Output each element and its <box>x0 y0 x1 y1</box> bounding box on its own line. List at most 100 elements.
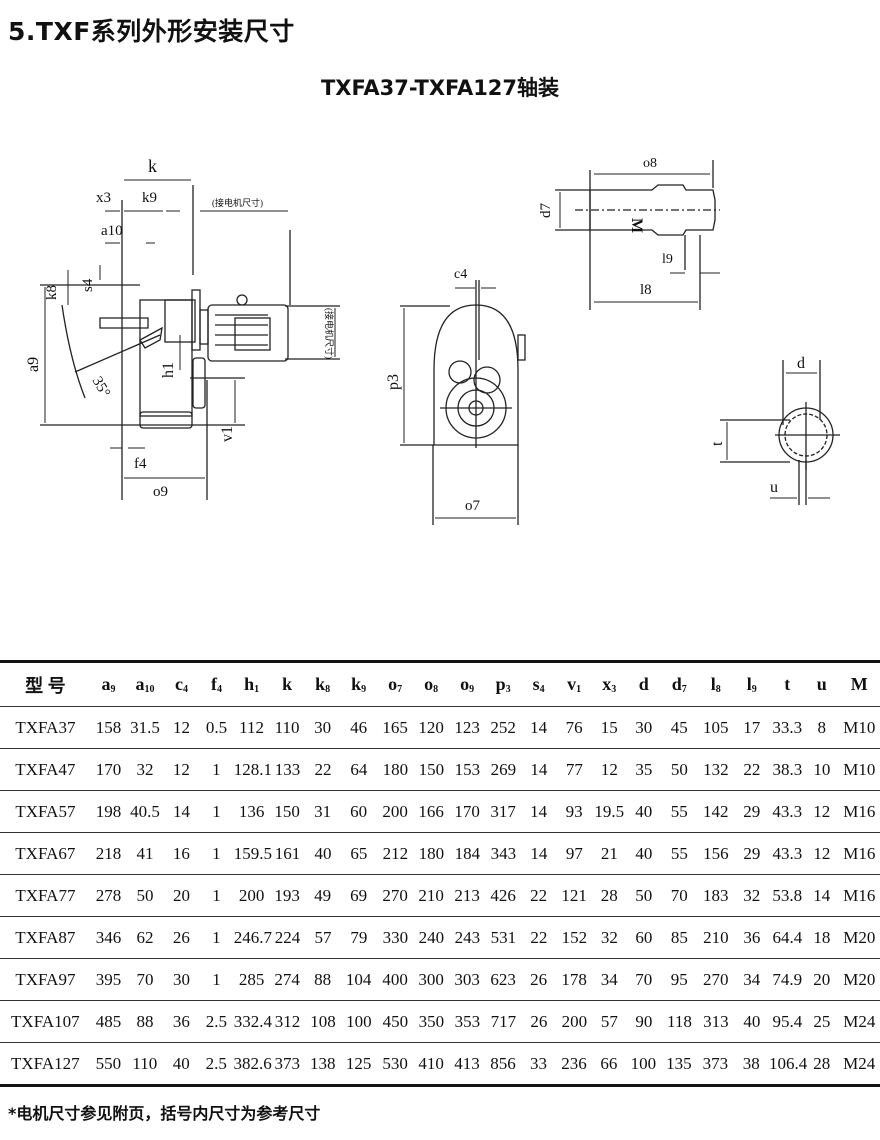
value-cell: 180 <box>382 759 409 779</box>
motor-length-note: (接电机尺寸) <box>212 197 263 208</box>
value-cell: 64.4 <box>772 927 803 947</box>
value-cell: 64 <box>350 759 368 779</box>
value-cell: 159.5 <box>233 843 272 863</box>
value-cell: 26 <box>530 1011 548 1031</box>
value-cell: 165 <box>382 717 408 737</box>
technical-drawing: k k9 x3 a10 k8 s4 a9 35° h1 v1 f4 o9 (接电… <box>25 156 840 525</box>
column-header-subscript: 4 <box>217 684 223 695</box>
value-cell: 12 <box>813 801 831 821</box>
value-cell: 22 <box>314 759 332 779</box>
column-header-subscript: 8 <box>325 684 331 695</box>
value-cell: 200 <box>382 801 408 821</box>
column-header: p3 <box>485 674 521 695</box>
value-cell: M24 <box>843 1053 876 1073</box>
value-cell: 156 <box>703 843 729 863</box>
value-cell: 40 <box>314 843 332 863</box>
value-cell: 485 <box>95 1011 122 1031</box>
column-header: t <box>770 674 806 695</box>
column-header-label: a <box>101 674 111 694</box>
value-cell: 270 <box>702 969 729 989</box>
column-header-subscript: 9 <box>361 684 367 695</box>
value-cell: 132 <box>703 759 729 779</box>
value-cell: 22 <box>530 885 548 905</box>
value-cell: M16 <box>843 885 876 905</box>
value-cell: 158 <box>95 717 122 737</box>
value-cell: 183 <box>702 885 729 905</box>
value-cell: 198 <box>95 801 122 821</box>
value-cell: 14 <box>530 843 548 863</box>
column-header: f4 <box>199 674 234 695</box>
value-cell: 36 <box>172 1011 190 1031</box>
value-cell: 38 <box>742 1053 760 1073</box>
dim-s4: s4 <box>80 278 96 292</box>
value-cell: 161 <box>274 843 301 863</box>
dim-o9: o9 <box>153 484 168 500</box>
column-header-subscript: 7 <box>397 684 403 695</box>
value-cell: 450 <box>382 1011 409 1031</box>
value-cell: 19.5 <box>594 801 625 821</box>
value-cell: 55 <box>670 843 688 863</box>
value-cell: 224 <box>274 927 301 947</box>
footnote: *电机尺寸参见附页，括号内尺寸为参考尺寸 <box>8 1104 321 1123</box>
value-cell: 343 <box>490 843 517 863</box>
value-cell: 330 <box>382 927 409 947</box>
value-cell: 213 <box>454 885 480 905</box>
column-header-label: l <box>746 674 752 694</box>
value-cell: 20 <box>813 969 831 989</box>
value-cell: 410 <box>418 1053 444 1073</box>
value-cell: 43.3 <box>772 801 803 821</box>
column-header: c4 <box>164 674 200 695</box>
value-cell: 38.3 <box>772 759 803 779</box>
value-cell: 28 <box>600 885 618 905</box>
column-header-label: o <box>424 674 434 694</box>
drawing-subtitle: TXFA37-TXFA127轴装 <box>320 76 560 100</box>
value-cell: 110 <box>132 1053 158 1073</box>
value-cell: 40.5 <box>130 801 160 821</box>
value-cell: M16 <box>843 843 876 863</box>
value-cell: 45 <box>670 717 688 737</box>
value-cell: 79 <box>350 927 368 947</box>
value-cell: 77 <box>565 759 583 779</box>
value-cell: 166 <box>418 801 444 821</box>
value-cell: 14 <box>173 801 191 821</box>
value-cell: M16 <box>843 801 876 821</box>
value-cell: 350 <box>418 1011 445 1031</box>
value-cell: 212 <box>382 843 409 863</box>
value-cell: 36 <box>743 927 761 947</box>
column-header: o9 <box>449 674 486 695</box>
value-cell: 353 <box>454 1011 481 1031</box>
column-header-subscript: 9 <box>751 684 757 695</box>
value-cell: 270 <box>382 885 408 905</box>
column-header: 型 号 <box>0 672 91 698</box>
dim-t: t <box>709 441 726 446</box>
column-header: a10 <box>126 674 163 695</box>
value-cell: 121 <box>561 885 587 905</box>
value-cell: 74.9 <box>772 969 803 989</box>
column-header-label: M <box>850 674 868 694</box>
value-cell: 1 <box>212 927 221 947</box>
value-cell: 313 <box>703 1011 729 1031</box>
column-header-label: k <box>282 674 293 694</box>
value-cell: 1 <box>212 885 221 905</box>
value-cell: 150 <box>274 801 300 821</box>
dim-M: M <box>628 218 645 233</box>
value-cell: 269 <box>490 759 517 779</box>
column-header-label: h <box>244 674 255 694</box>
value-cell: 2.5 <box>205 1053 227 1073</box>
value-cell: 28 <box>813 1053 831 1073</box>
value-cell: 236 <box>561 1053 587 1073</box>
value-cell: 106.4 <box>769 1053 808 1073</box>
value-cell: 46 <box>350 717 368 737</box>
value-cell: 856 <box>490 1053 516 1073</box>
value-cell: 95.4 <box>772 1011 803 1031</box>
column-header: o8 <box>413 674 449 695</box>
value-cell: 76 <box>565 717 583 737</box>
value-cell: 136 <box>238 801 265 821</box>
dim-angle: 35° <box>89 374 113 400</box>
column-header-subscript: 8 <box>433 684 439 695</box>
